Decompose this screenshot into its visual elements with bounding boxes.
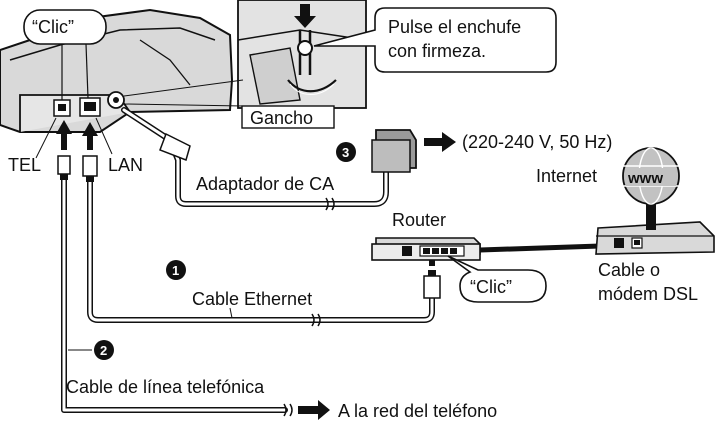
clic-callout-top: “Clic” (23, 9, 107, 100)
plug-firmly-line1: Pulse el enchufe (388, 17, 521, 37)
plug-firmly-line2: con firmeza. (388, 41, 486, 61)
phone-line-cable (57, 155, 293, 417)
router-modem-cable (479, 243, 601, 253)
clic-router-text: “Clic” (470, 277, 512, 297)
lan-label: LAN (108, 155, 143, 175)
plug-firmly-callout: Pulse el enchufe con firmeza. (313, 7, 557, 73)
ethernet-cable (82, 155, 441, 327)
router (371, 237, 481, 261)
arrow-right-icon (424, 132, 456, 152)
arrow-up-icon (56, 120, 72, 150)
hook-detail-inset (237, 0, 367, 109)
arrow-down-icon (294, 4, 316, 28)
ac-adapter (371, 129, 417, 173)
step-3-badge: 3 (336, 142, 356, 162)
modem-label-line1: Cable o (598, 260, 660, 280)
ac-adapter-cable (121, 107, 389, 211)
ethernet-cable-label: Cable Ethernet (192, 289, 312, 309)
internet-label: Internet (536, 166, 597, 186)
modem-label-line2: módem DSL (598, 284, 698, 304)
svg-text:1: 1 (172, 263, 179, 278)
arrow-up-icon (82, 122, 98, 150)
hook-label-box (241, 105, 335, 129)
router-label: Router (392, 210, 446, 230)
phone-network-label: A la red del teléfono (338, 401, 497, 421)
svg-text:2: 2 (100, 343, 107, 358)
modem (595, 221, 715, 255)
globe-www-text: www (627, 170, 663, 187)
arrow-right-icon (298, 400, 330, 420)
globe-icon: www (622, 147, 680, 230)
ac-adapter-label: Adaptador de CA (196, 174, 334, 194)
step-2-badge: 2 (94, 340, 114, 360)
voltage-label: (220-240 V, 50 Hz) (462, 132, 612, 152)
step-1-badge: 1 (166, 260, 186, 280)
hook-label: Gancho (250, 108, 313, 128)
phone-cable-label: Cable de línea telefónica (66, 377, 265, 397)
clic-top-text: “Clic” (32, 17, 74, 37)
clic-callout-router: “Clic” (447, 255, 547, 303)
svg-text:3: 3 (342, 145, 349, 160)
tel-label: TEL (8, 155, 41, 175)
